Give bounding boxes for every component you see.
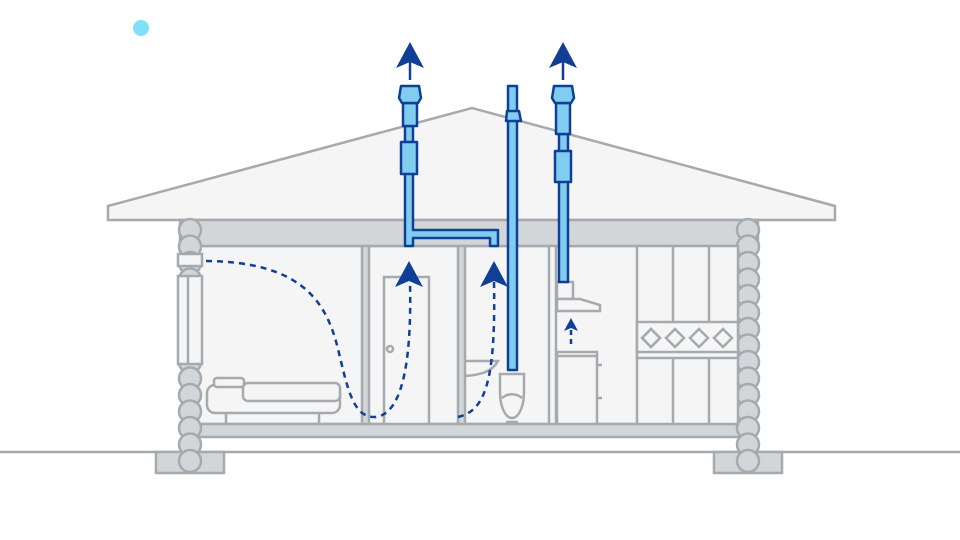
- exhaust-arrow-up-icon: [396, 42, 424, 80]
- stove: [555, 350, 602, 426]
- door: [382, 275, 431, 426]
- indicator-dot: [133, 20, 149, 36]
- log: [177, 448, 203, 474]
- floor-beam: [188, 422, 750, 439]
- partition-wall: [547, 244, 558, 426]
- exhaust-pipe-right: [550, 84, 576, 284]
- log: [735, 448, 761, 474]
- roof: [106, 106, 837, 222]
- airflow-path: [457, 281, 496, 419]
- log-wall-right: [735, 217, 761, 474]
- airflow-arrow-icon: [395, 261, 423, 287]
- exhaust-arrow-up-icon: [549, 42, 577, 80]
- exhaust-pipe-left: [397, 84, 500, 248]
- wall-vent-window: [176, 252, 204, 366]
- sink: [464, 359, 501, 378]
- kitchen-cabinets: [635, 244, 740, 426]
- partition-wall: [360, 244, 371, 426]
- airflow-path: [205, 259, 412, 419]
- toilet: [498, 372, 526, 424]
- bed: [205, 376, 342, 424]
- partition-wall: [456, 244, 467, 426]
- airflow-arrow-icon: [564, 318, 578, 331]
- soil-stack-pipe: [504, 84, 523, 372]
- airflow-arrow-icon: [480, 261, 508, 287]
